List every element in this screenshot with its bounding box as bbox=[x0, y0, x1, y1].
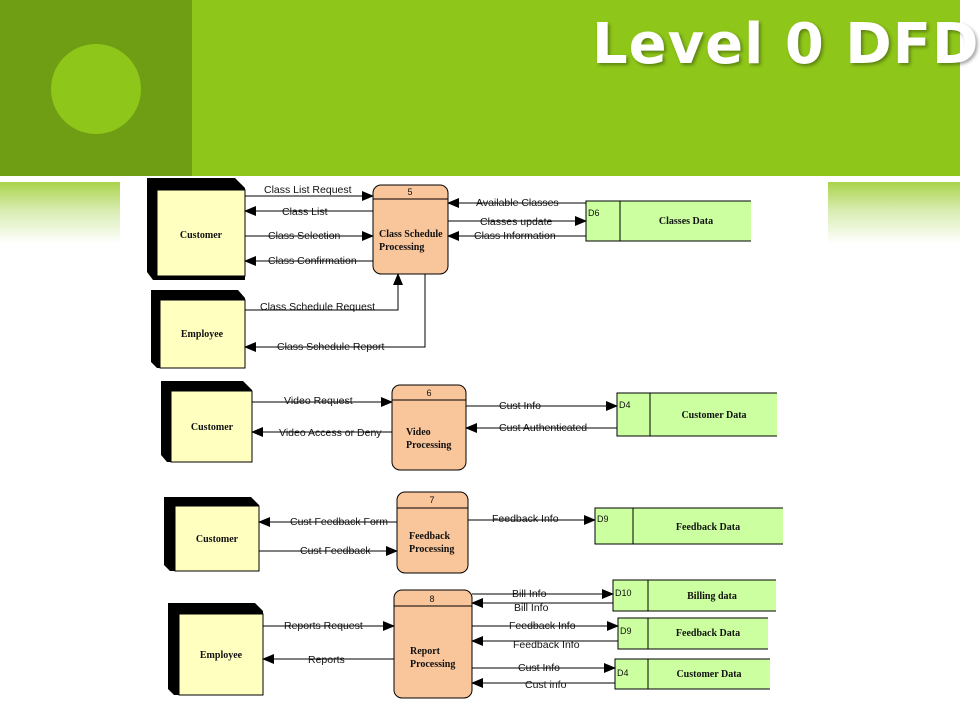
flow-video-access: Video Access or Deny bbox=[251, 427, 392, 439]
entity-customer-3: Customer bbox=[164, 497, 260, 572]
process-5: 5 Class Schedule Processing bbox=[372, 184, 449, 275]
datastore-name: Customer Data bbox=[681, 410, 746, 421]
flow-feedback-info-in: Feedback Info bbox=[471, 636, 618, 651]
datastore-id: D6 bbox=[588, 208, 600, 218]
flow-label: Cust Authenticated bbox=[499, 422, 587, 434]
datastore-name: Classes Data bbox=[659, 216, 713, 227]
flow-label: Available Classes bbox=[476, 197, 559, 209]
process-label-line2: Processing bbox=[379, 242, 424, 253]
entity-label: Employee bbox=[181, 329, 224, 340]
flow-label: Reports bbox=[308, 654, 345, 666]
flow-cust-info-video: Cust Info bbox=[466, 400, 618, 412]
flow-label: Classes update bbox=[480, 216, 553, 228]
flow-label: Feedback Info bbox=[513, 639, 580, 651]
process-label-line2: Processing bbox=[406, 440, 451, 451]
flow-label: Class Schedule Report bbox=[277, 341, 384, 353]
process-label-line1: Video bbox=[406, 427, 431, 438]
right-gradient-band bbox=[828, 182, 960, 244]
datastore-name: Feedback Data bbox=[676, 522, 740, 533]
flow-label: Class Information bbox=[474, 230, 556, 242]
flow-label: Bill Info bbox=[514, 602, 549, 614]
process-label-line1: Class Schedule bbox=[379, 229, 443, 240]
flow-label: Video Request bbox=[284, 395, 353, 407]
flow-reports-request: Reports Request bbox=[263, 620, 395, 632]
flow-label: Cust Feedback Form bbox=[290, 516, 388, 528]
flow-feedback-info-out: Feedback Info bbox=[472, 620, 619, 632]
flow-label: Reports Request bbox=[284, 620, 363, 632]
datastore-d9-report: D9 Feedback Data bbox=[617, 617, 768, 650]
datastore-d9-feedback: D9 Feedback Data bbox=[594, 507, 783, 545]
process-label-line1: Feedback bbox=[409, 531, 451, 542]
flow-class-list-request: Class List Request bbox=[245, 184, 374, 201]
flow-cust-info-out: Cust Info bbox=[472, 662, 616, 674]
flow-label: Feedback Info bbox=[509, 620, 576, 632]
entity-employee-2: Employee bbox=[168, 603, 264, 696]
process-number: 8 bbox=[429, 594, 434, 604]
datastore-d10-billing: D10 Billing data bbox=[612, 579, 776, 612]
flow-class-selection: Class Selection bbox=[245, 230, 374, 242]
flow-class-list: Class List bbox=[244, 206, 373, 218]
flow-class-schedule-request: Class Schedule Request bbox=[245, 273, 403, 313]
flow-class-schedule-report: Class Schedule Report bbox=[244, 274, 426, 353]
process-7: 7 Feedback Processing bbox=[396, 491, 469, 574]
process-number: 6 bbox=[426, 388, 431, 398]
flow-cust-authenticated: Cust Authenticated bbox=[465, 422, 617, 434]
entity-label: Employee bbox=[200, 650, 243, 661]
flow-cust-feedback-form: Cust Feedback Form bbox=[258, 516, 397, 528]
flow-available-classes: Available Classes bbox=[447, 197, 586, 209]
datastore-id: D9 bbox=[597, 514, 609, 524]
flow-class-confirmation: Class Confirmation bbox=[244, 255, 373, 267]
datastore-d4-video: D4 Customer Data bbox=[616, 392, 777, 437]
flow-bill-info-in: Bill Info bbox=[471, 598, 613, 614]
flow-label: Cust Feedback bbox=[300, 545, 371, 557]
process-label-line2: Processing bbox=[409, 544, 454, 555]
page-title: Level 0 DFD bbox=[592, 12, 980, 77]
entity-label: Customer bbox=[191, 422, 234, 433]
process-label-line2: Processing bbox=[410, 659, 455, 670]
flow-label: Cust info bbox=[525, 679, 567, 691]
left-gradient-band bbox=[0, 182, 120, 244]
process-number: 7 bbox=[429, 495, 434, 505]
entity-label: Customer bbox=[180, 230, 223, 241]
datastore-name: Feedback Data bbox=[676, 628, 740, 639]
flow-cust-feedback: Cust Feedback bbox=[259, 545, 398, 557]
process-8: 8 Report Processing bbox=[393, 589, 473, 699]
entity-employee-1: Employee bbox=[151, 290, 246, 369]
datastore-name: Customer Data bbox=[676, 669, 741, 680]
flow-label: Class Confirmation bbox=[268, 255, 357, 267]
datastore-id: D10 bbox=[615, 588, 632, 598]
level-0-dfd-diagram: Customer Employee Customer Customer Empl… bbox=[147, 178, 783, 699]
process-6: 6 Video Processing bbox=[391, 384, 467, 471]
entity-customer-2: Customer bbox=[161, 381, 253, 463]
flow-classes-update: Classes update bbox=[448, 216, 587, 228]
datastore-id: D9 bbox=[620, 626, 632, 636]
flow-feedback-info: Feedback Info bbox=[468, 513, 596, 525]
entity-label: Customer bbox=[196, 534, 239, 545]
flow-class-information: Class Information bbox=[447, 230, 586, 242]
datastore-d6: D6 Classes Data bbox=[585, 200, 751, 242]
datastore-d4-report: D4 Customer Data bbox=[614, 658, 770, 690]
flow-label: Feedback Info bbox=[492, 513, 559, 525]
flow-label: Class Selection bbox=[268, 230, 341, 242]
process-number: 5 bbox=[407, 187, 412, 197]
flow-cust-info-in: Cust info bbox=[471, 678, 615, 691]
flow-bill-info-out: Bill Info bbox=[472, 588, 614, 600]
flow-reports: Reports bbox=[262, 654, 394, 666]
decorative-circle bbox=[51, 44, 141, 134]
flow-video-request: Video Request bbox=[252, 395, 393, 407]
flow-label: Cust Info bbox=[499, 400, 541, 412]
datastore-name: Billing data bbox=[687, 591, 737, 602]
flow-label: Cust Info bbox=[518, 662, 560, 674]
datastore-id: D4 bbox=[617, 668, 629, 678]
datastore-id: D4 bbox=[619, 400, 631, 410]
entity-customer-1: Customer bbox=[147, 178, 246, 280]
flow-label: Class List bbox=[282, 206, 328, 218]
flow-label: Video Access or Deny bbox=[279, 427, 382, 439]
flow-label: Class Schedule Request bbox=[260, 301, 375, 313]
flow-label: Class List Request bbox=[264, 184, 352, 196]
flow-label: Bill Info bbox=[512, 588, 547, 600]
process-label-line1: Report bbox=[410, 646, 441, 657]
